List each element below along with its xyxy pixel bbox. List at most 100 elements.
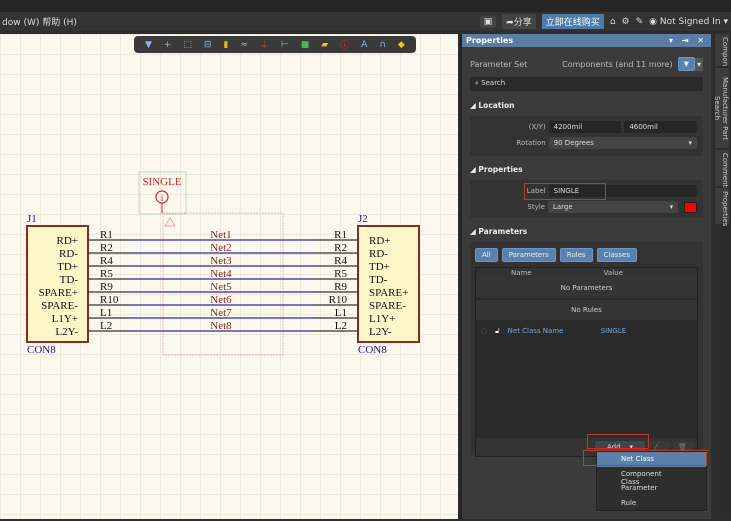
j1-comment: CON8 — [27, 344, 56, 356]
col-name[interactable]: Name — [511, 269, 532, 277]
net-label: Net5 — [210, 281, 232, 293]
tab-components[interactable]: Components — [715, 34, 729, 66]
parameters-title: Parameters — [478, 227, 528, 236]
home-icon[interactable]: ⌂ — [609, 16, 616, 27]
net-label-icon[interactable]: ▰ — [321, 39, 329, 50]
filter-button[interactable]: ▼ — [677, 57, 695, 71]
panel-controls[interactable]: ▾ ⇥ ✕ — [669, 36, 707, 45]
active-bar: ▼ + ⬚ ⊟ ▮ ≈ ⏚ ⊢ ■ ▰ ⓘ A ∩ ◆ — [134, 36, 416, 53]
menu-item-parameter[interactable]: Parameter — [621, 484, 658, 492]
parameter-set-label: Parameter Set — [470, 59, 528, 69]
bus-icon[interactable]: ≈ — [240, 39, 248, 50]
j2-comment: CON8 — [358, 344, 387, 356]
y-input[interactable]: 4600mil — [624, 121, 697, 133]
net-label: Net4 — [210, 268, 232, 280]
add-label: Add... — [607, 443, 628, 451]
share-label: 分享 — [513, 18, 532, 28]
tab-comments[interactable]: Comments — [715, 150, 729, 191]
directive-label: SINGLE — [142, 176, 181, 188]
j1-designator: J1 — [27, 213, 37, 225]
share-button[interactable]: ➦分享 — [502, 14, 536, 29]
j1-pin-name: TD- — [60, 274, 79, 286]
sheet-icon[interactable]: ■ — [300, 39, 310, 50]
menu-item-rule[interactable]: Rule — [621, 498, 637, 507]
menu-item-component-class[interactable]: Component Class — [621, 469, 662, 486]
user-label: Not Signed In — [659, 16, 721, 27]
net-label: Net6 — [210, 294, 232, 306]
directive-icon[interactable]: ⓘ — [340, 41, 350, 51]
side-tabs: Components Manufacturer Part Search Comm… — [713, 34, 731, 519]
style-value: Large — [552, 203, 573, 211]
visibility-icon[interactable]: ◌ — [481, 327, 488, 335]
j1-pin-name: RD- — [59, 248, 78, 260]
label-input[interactable]: SINGLE — [548, 185, 697, 197]
power-icon[interactable]: ◆ — [397, 39, 405, 50]
parameters-section[interactable]: ◢ Parameters — [470, 227, 528, 236]
user-menu[interactable]: ◉ Not Signed In ▾ — [649, 16, 728, 27]
panel-header: Properties▾ ⇥ ✕ — [462, 34, 711, 47]
label-label: Label — [526, 187, 546, 195]
net-label: Net7 — [210, 307, 232, 319]
lock-icon[interactable]: 🔓︎ — [495, 326, 500, 335]
wire-label: R10 — [329, 294, 348, 306]
menu-items[interactable]: dow (W) 帮助 (H) — [2, 18, 77, 28]
filter-icon[interactable]: ▼ — [144, 39, 152, 50]
directive-symbol: i — [161, 193, 164, 203]
net-class-highlight — [583, 450, 707, 466]
j1-pin-name: SPARE+ — [39, 287, 78, 299]
net-label: Net3 — [210, 255, 232, 267]
style-select[interactable]: Large▾ — [547, 201, 679, 213]
filter-rules[interactable]: Rules — [559, 248, 593, 262]
chat-icon[interactable]: ▣ — [479, 15, 497, 28]
col-value[interactable]: Value — [603, 269, 623, 277]
ground-icon[interactable]: ⏚ — [259, 41, 269, 51]
net-label: Net1 — [210, 229, 231, 241]
port-icon[interactable]: ⊢ — [280, 39, 289, 50]
rotation-select[interactable]: 90 Degrees▾ — [548, 137, 697, 149]
wire-label: L2 — [335, 320, 347, 332]
filter-all[interactable]: All — [475, 248, 498, 262]
gear-icon[interactable]: ⚙ — [621, 16, 630, 27]
j1-body — [26, 225, 89, 343]
j1-pin-name: SPARE- — [41, 300, 78, 312]
properties-section[interactable]: ◢ Properties — [470, 165, 523, 174]
j2-designator: J2 — [358, 213, 368, 225]
wire-label: R5 — [100, 268, 113, 280]
tab-manufacturer-part-search[interactable]: Manufacturer Part Search — [713, 68, 729, 148]
notifications-icon[interactable]: ✎ — [635, 16, 644, 27]
wire-label: R2 — [100, 242, 113, 254]
search-input[interactable]: ⌕ Search — [470, 77, 703, 91]
part-icon[interactable]: ▮ — [223, 39, 229, 50]
wire-label: R4 — [334, 255, 347, 267]
highlight-box — [524, 183, 606, 200]
location-title: Location — [478, 101, 515, 110]
j1-pin-name: L2Y- — [55, 326, 78, 338]
wire-label: L2 — [100, 320, 112, 332]
menu-bar: dow (W) 帮助 (H) ▣ ➦分享 立即在线购买 ⌂ ⚙ ✎ ◉ Not … — [0, 12, 731, 31]
filter-parameters[interactable]: Parameters — [501, 248, 556, 262]
cross-icon[interactable]: + — [163, 39, 172, 50]
j2-pin-name: TD- — [369, 274, 388, 286]
blanket-region — [162, 212, 284, 356]
arc-icon[interactable]: ∩ — [379, 39, 386, 50]
no-parameters: No Parameters — [476, 278, 697, 298]
tab-properties[interactable]: Properties — [715, 188, 729, 226]
location-section[interactable]: ◢ Location — [470, 101, 515, 110]
menu-item-net-class[interactable]: Net Class — [597, 452, 706, 467]
j2-pin-name: RD+ — [369, 235, 390, 247]
color-swatch[interactable] — [684, 201, 698, 213]
rotation-label: Rotation — [516, 139, 546, 147]
align-icon[interactable]: ⊟ — [203, 39, 212, 50]
filter-classes[interactable]: Classes — [596, 248, 638, 262]
buy-online-button[interactable]: 立即在线购买 — [541, 14, 604, 29]
filter-dropdown[interactable]: ▾ — [694, 57, 703, 71]
x-input[interactable]: 4200mil — [548, 121, 622, 133]
rotation-value: 90 Degrees — [553, 139, 594, 147]
wire-label: R10 — [100, 294, 119, 306]
row-name: Net Class Name — [507, 327, 564, 335]
select-rect-icon[interactable]: ⬚ — [183, 39, 192, 50]
text-icon[interactable]: A — [361, 39, 368, 50]
schematic-drawing: SINGLEiJ1CON8RD+RD-TD+TD-SPARE+SPARE-L1Y… — [26, 171, 420, 356]
